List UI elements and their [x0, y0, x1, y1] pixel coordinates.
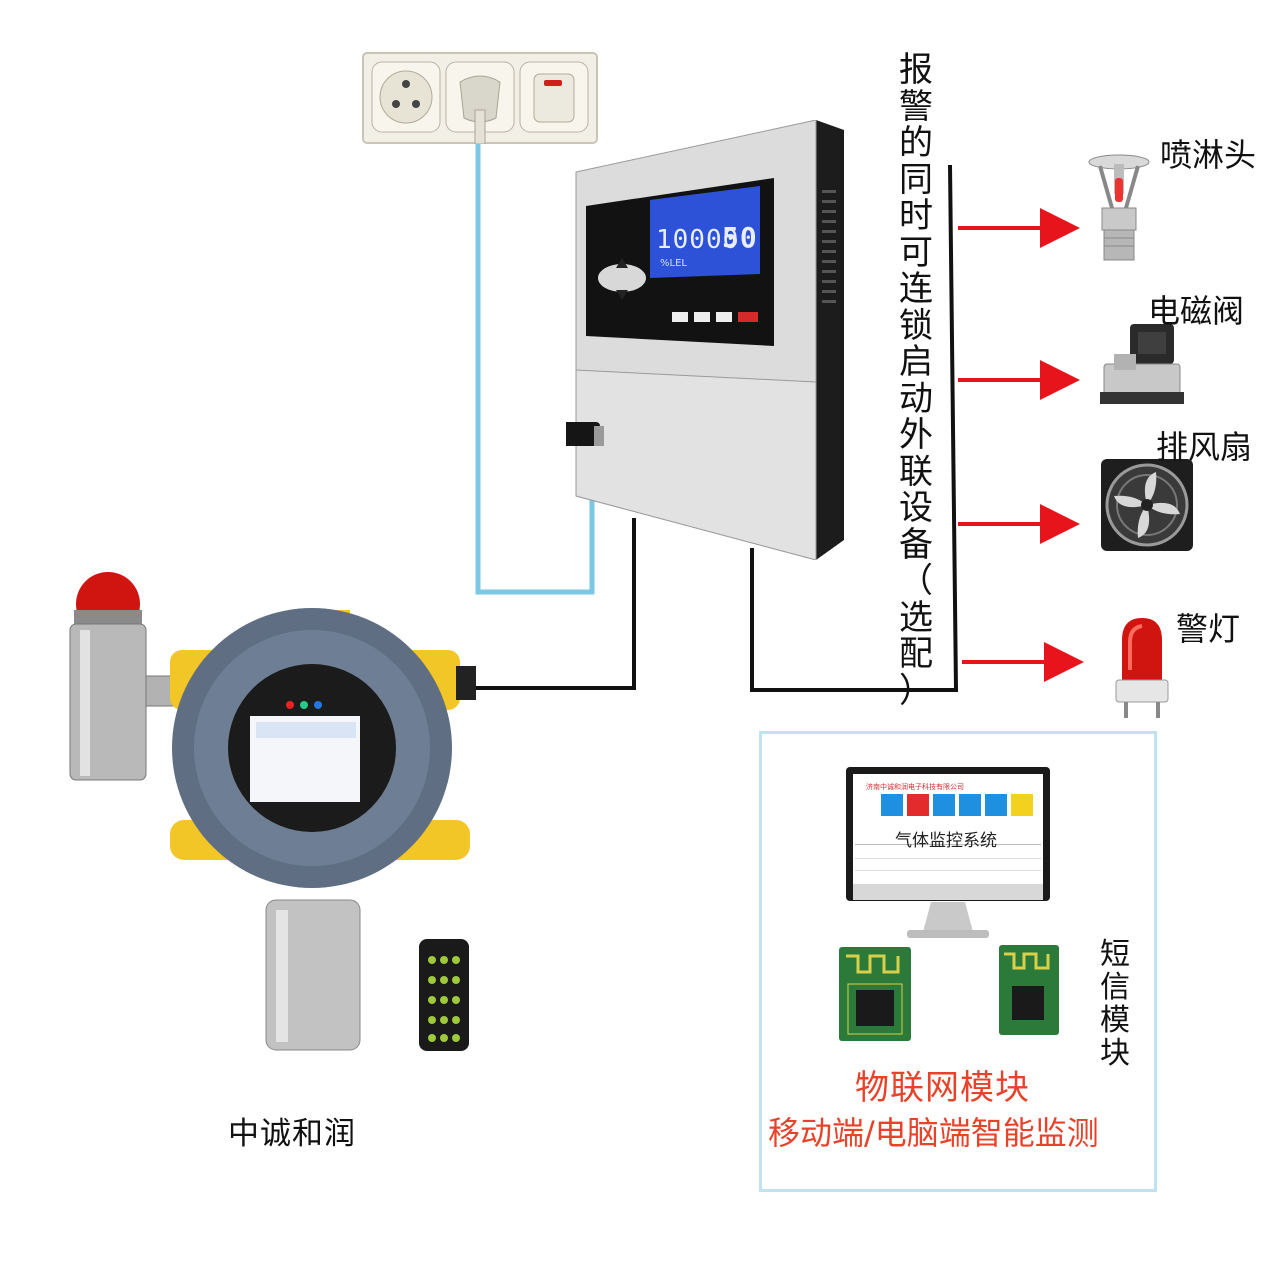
vertical-caption: 报警的同时可连锁启动外联设备（选配）	[896, 52, 936, 709]
vertical-char: 外	[899, 415, 933, 455]
solenoid-valve-icon	[1100, 324, 1184, 404]
vertical-char: 可	[899, 232, 933, 273]
remote-control-icon	[419, 939, 469, 1051]
lcd-reading-small: 50	[722, 221, 758, 254]
power-cable	[475, 140, 595, 595]
vertical-char: ）	[899, 670, 933, 711]
vertical-char: 块	[1100, 1036, 1130, 1071]
vertical-char: 报	[899, 50, 933, 90]
controller-lcd	[650, 186, 760, 278]
sms-module-label: 短信模块	[1097, 938, 1133, 1070]
vertical-char: 的	[899, 123, 933, 163]
signal-cable-detector	[470, 518, 636, 690]
vertical-char: 信	[1100, 970, 1130, 1005]
label-sprinkler: 喷淋头	[1160, 136, 1257, 174]
iot-monitoring-subtitle: 移动端/电脑端智能监测	[768, 1114, 1099, 1152]
iot-monitoring-box	[759, 731, 1157, 1192]
vertical-char: 连	[899, 269, 933, 309]
vertical-char: 配	[899, 634, 933, 674]
relay-cable	[750, 164, 959, 692]
vertical-char: 锁	[899, 305, 933, 346]
vertical-char: 时	[899, 196, 933, 236]
wall-socket-panel	[362, 52, 598, 144]
vertical-char: 警	[899, 86, 933, 127]
warning-light-icon	[1115, 618, 1169, 718]
label-warning-light: 警灯	[1176, 610, 1241, 648]
vertical-char: 模	[1100, 1003, 1130, 1038]
computer-monitor-icon	[846, 767, 1050, 938]
iot-module-right-icon	[999, 945, 1059, 1035]
vertical-char: 备	[899, 524, 933, 565]
vertical-char: 选	[899, 597, 933, 638]
vertical-char: 启	[899, 342, 933, 382]
label-exhaust-fan: 排风扇	[1156, 428, 1253, 466]
vertical-char: 动	[899, 378, 933, 419]
lcd-unit: %LEL	[660, 258, 687, 269]
vertical-char: 短	[1100, 937, 1130, 972]
sprinkler-head-icon	[1088, 154, 1150, 261]
label-solenoid-valve: 电磁阀	[1148, 292, 1245, 330]
vertical-char: 同	[899, 159, 933, 200]
lcd-reading: 10000	[656, 225, 740, 255]
iot-module-title: 物联网模块	[855, 1068, 1030, 1108]
vertical-char: （	[899, 561, 933, 601]
vertical-char: 设	[899, 488, 933, 528]
screen-company-name: 济南中诚和润电子科技有限公司	[866, 783, 964, 791]
screen-system-title: 气体监控系统	[895, 831, 997, 851]
iot-module-left-icon	[839, 947, 911, 1041]
vertical-char: 联	[899, 451, 933, 492]
brand-label: 中诚和润	[228, 1116, 356, 1152]
exhaust-fan-icon	[1101, 459, 1193, 551]
gas-detector-icon	[69, 572, 476, 1051]
